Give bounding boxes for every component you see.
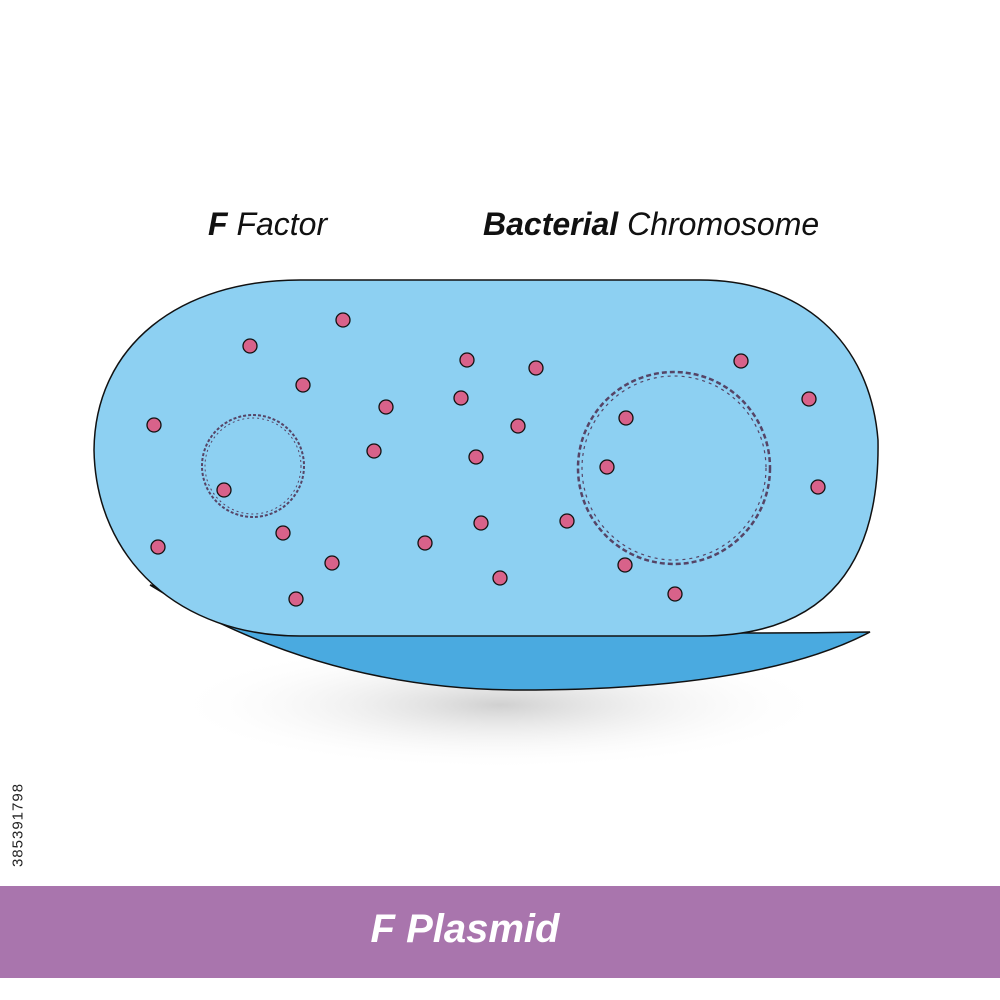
ribosome-dot [667,586,683,602]
ribosome-dot [295,377,311,393]
cell-cytoplasm [93,279,879,637]
f-factor-plasmid [201,414,305,518]
side-identifier: 385391798 [8,770,28,880]
ribosome-dot [335,312,351,328]
footer-band: F Plasmid [0,886,1000,978]
ribosome-dot [510,418,526,434]
bacterial-chromosome-inner [581,375,767,561]
chromosome-label: Bacterial Chromosome [483,204,819,244]
f-factor-label-bold: F [208,206,228,242]
ribosome-dot [492,570,508,586]
footer-title: F Plasmid [370,907,560,951]
bacterial-chromosome [576,370,772,566]
chromosome-label-rest: Chromosome [618,206,820,242]
ribosome-dot [275,525,291,541]
ribosome-dot [324,555,340,571]
ribosome-dot [366,443,382,459]
ribosome-dot [242,338,258,354]
ribosome-dot [468,449,484,465]
ribosome-dot [810,479,826,495]
ribosome-dot [618,410,634,426]
f-factor-label-rest: Factor [227,206,328,242]
ribosome-dot [146,417,162,433]
ribosome-dot [801,391,817,407]
ribosome-dot [288,591,304,607]
ribosome-dot [459,352,475,368]
ribosome-dot [417,535,433,551]
side-identifier-text: 385391798 [9,782,27,868]
ribosome-dot [559,513,575,529]
ribosome-dot [733,353,749,369]
ribosome-dot [378,399,394,415]
ribosome-dot [150,539,166,555]
chromosome-label-bold: Bacterial [483,206,619,242]
ribosome-dot [599,459,615,475]
ribosome-dot [528,360,544,376]
ribosome-group [146,312,826,607]
ribosome-dot [617,557,633,573]
ribosome-dot [473,515,489,531]
ribosome-dot [453,390,469,406]
f-factor-plasmid-inner [204,417,302,515]
f-factor-label: F Factor [208,204,327,244]
ribosome-dot [216,482,232,498]
